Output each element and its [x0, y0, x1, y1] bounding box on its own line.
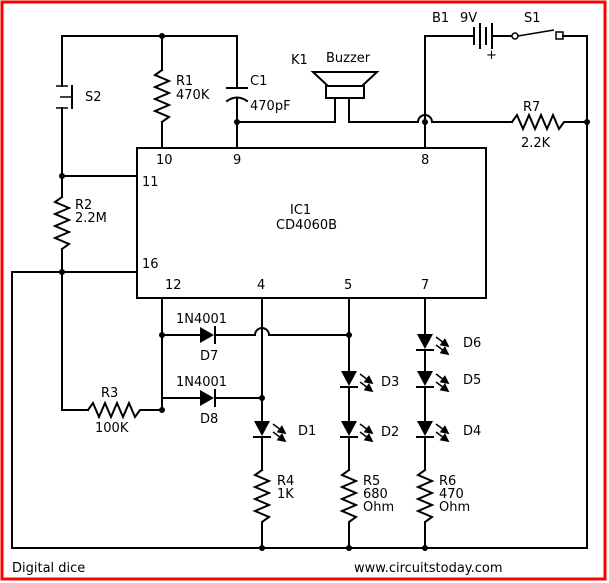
buzzer-label: Buzzer — [326, 51, 371, 66]
d8-name: D8 — [200, 412, 218, 427]
r6-resistor — [415, 468, 435, 549]
d3-arrow-1 — [359, 373, 374, 385]
d6-arrow-2 — [435, 344, 450, 356]
ic-name: IC1 — [290, 203, 311, 218]
d2-name: D2 — [381, 425, 399, 440]
d7-wire-out — [214, 327, 350, 336]
pin-4-label: 4 — [257, 278, 265, 293]
r7-name: R7 — [523, 100, 540, 115]
battery-plus: + — [486, 48, 497, 63]
r2-value: 2.2M — [75, 211, 107, 226]
pin-9-label: 9 — [233, 153, 241, 168]
d8-diode-body — [200, 390, 214, 406]
pin8-wire — [424, 35, 475, 149]
d7-name: D7 — [200, 349, 218, 364]
ic-body — [136, 147, 487, 299]
r3-resistor — [86, 400, 163, 420]
d6-arrow-1 — [435, 336, 450, 348]
r6-value: 470 — [439, 487, 464, 502]
r2-name: R2 — [75, 198, 92, 213]
d6-led-body — [417, 334, 433, 349]
r5-unit: Ohm — [363, 500, 394, 515]
d2-led-body — [341, 421, 357, 436]
r1-value: 470K — [176, 88, 210, 103]
r5-name: R5 — [363, 474, 380, 489]
d2-arrow-2 — [359, 431, 374, 443]
d1-name: D1 — [298, 424, 316, 439]
d5-arrow-2 — [435, 381, 450, 393]
footer-title: Digital dice — [12, 561, 85, 576]
r1-name: R1 — [176, 74, 193, 89]
r5-resistor — [339, 468, 359, 549]
r2-r3-wire — [61, 248, 89, 411]
r6-name: R6 — [439, 474, 456, 489]
pin-7-label: 7 — [421, 278, 429, 293]
r4-resistor — [252, 468, 272, 549]
r6-unit: Ohm — [439, 500, 470, 515]
buzzer-r7-wire — [348, 97, 513, 123]
pin-11-label: 11 — [142, 175, 159, 190]
battery-b1 — [473, 23, 493, 49]
r3-value: 100K — [95, 421, 129, 436]
c1-capacitor — [225, 87, 249, 103]
pin-12-label: 12 — [165, 278, 182, 293]
r1-resistor — [152, 68, 172, 124]
pin9-buzzer-wire — [236, 97, 336, 123]
buzzer-k1 — [310, 71, 380, 99]
d3-led-body — [341, 371, 357, 386]
c1-value: 470pF — [250, 99, 291, 114]
s1-name: S1 — [524, 11, 541, 26]
r7-value: 2.2K — [521, 136, 551, 151]
d4-name: D4 — [463, 424, 481, 439]
d4-led-body — [417, 421, 433, 436]
d7-diode-body — [200, 327, 214, 343]
d1-arrow-2 — [272, 431, 287, 443]
d8-part: 1N4001 — [176, 375, 227, 390]
d7-part: 1N4001 — [176, 312, 227, 327]
r2-resistor — [52, 195, 72, 251]
footer-url: www.circuitstoday.com — [354, 561, 503, 576]
pin-5-label: 5 — [344, 278, 352, 293]
top-rc-wiring — [61, 35, 238, 198]
d1-arrow-1 — [272, 423, 287, 435]
d4-arrow-2 — [435, 431, 450, 443]
r5-value: 680 — [363, 487, 388, 502]
r7-resistor — [510, 112, 588, 132]
outer-rail — [11, 35, 588, 549]
d4-arrow-1 — [435, 423, 450, 435]
pin-10-label: 10 — [156, 153, 173, 168]
r4-value: 1K — [277, 487, 294, 502]
switch-s2 — [56, 79, 73, 113]
ic-part: CD4060B — [276, 218, 337, 233]
pin-8-label: 8 — [421, 153, 429, 168]
d3-name: D3 — [381, 375, 399, 390]
d1-led-body — [254, 421, 270, 436]
d3-arrow-2 — [359, 381, 374, 393]
d6-name: D6 — [463, 336, 481, 351]
switch-s1 — [511, 29, 564, 40]
r4-name: R4 — [277, 474, 294, 489]
d2-arrow-1 — [359, 423, 374, 435]
d5-arrow-1 — [435, 373, 450, 385]
d5-led-body — [417, 371, 433, 386]
d5-name: D5 — [463, 373, 481, 388]
buzzer-name: K1 — [291, 53, 308, 68]
s2-label: S2 — [85, 90, 102, 105]
r3-name: R3 — [101, 386, 118, 401]
battery-value: 9V — [460, 11, 477, 26]
pin-16-label: 16 — [142, 257, 159, 272]
battery-name: B1 — [432, 11, 449, 26]
c1-name: C1 — [250, 74, 267, 89]
